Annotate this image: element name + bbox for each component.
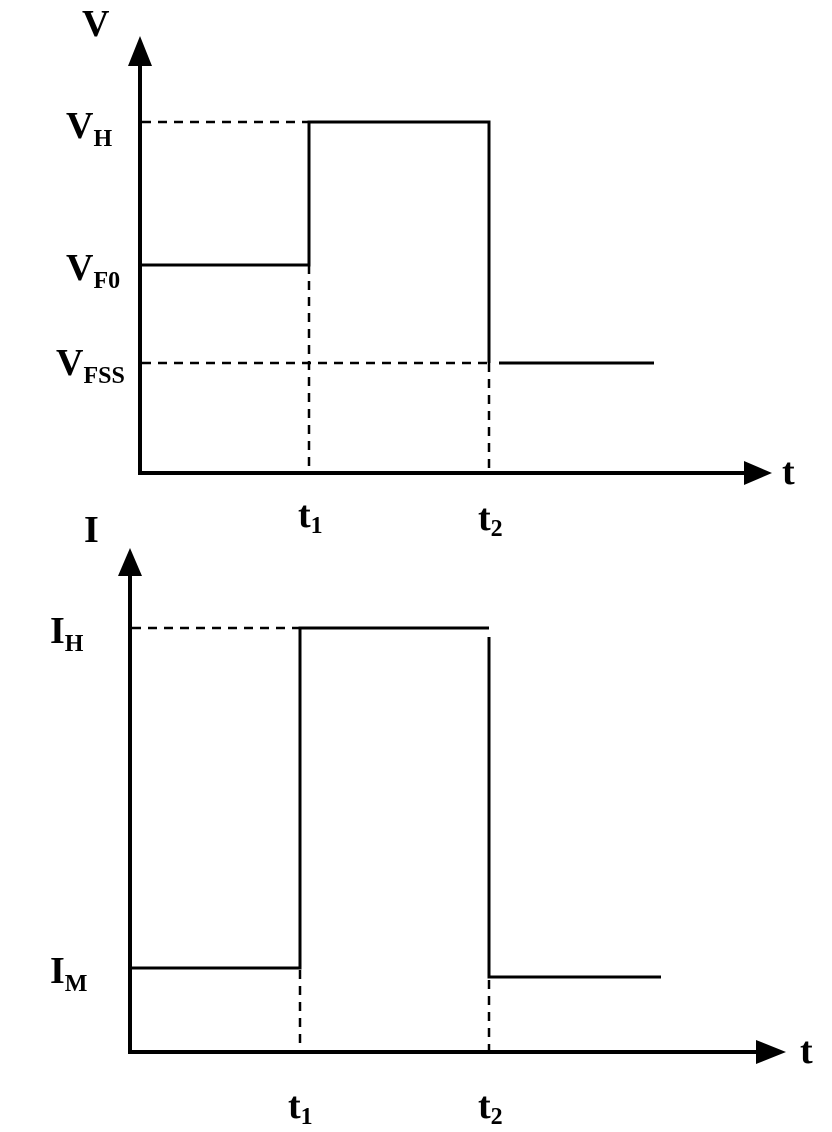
level-label-vf0: VF0 — [66, 247, 120, 294]
t-axis-label: t — [782, 451, 795, 493]
current-waveform — [132, 626, 489, 970]
i-axis-arrow-icon — [118, 548, 142, 576]
level-label-vfss: VFSS — [56, 342, 125, 389]
voltage-plot: V t VH VF0 VFSS t1 t2 — [56, 3, 795, 542]
voltage-waveform — [142, 120, 491, 363]
v-axis-label: V — [82, 3, 110, 45]
t-axis-arrow-icon — [744, 461, 772, 485]
i-axis-label: I — [84, 509, 99, 551]
current-waveform-after-t2 — [487, 637, 661, 979]
time-label-t2-bottom: t2 — [478, 1085, 503, 1130]
t-axis-bottom-arrow-icon — [756, 1040, 786, 1064]
level-label-ih: IH — [50, 610, 84, 657]
level-label-im: IM — [50, 950, 87, 997]
time-label-t1: t1 — [298, 494, 323, 539]
time-label-t1-bottom: t1 — [288, 1085, 313, 1130]
level-label-vh: VH — [66, 105, 112, 152]
v-axis-arrow-icon — [128, 36, 152, 66]
t-axis-bottom-label: t — [800, 1030, 813, 1072]
time-label-t2: t2 — [478, 497, 503, 542]
current-plot: I t IH IM t1 t2 — [50, 509, 813, 1130]
